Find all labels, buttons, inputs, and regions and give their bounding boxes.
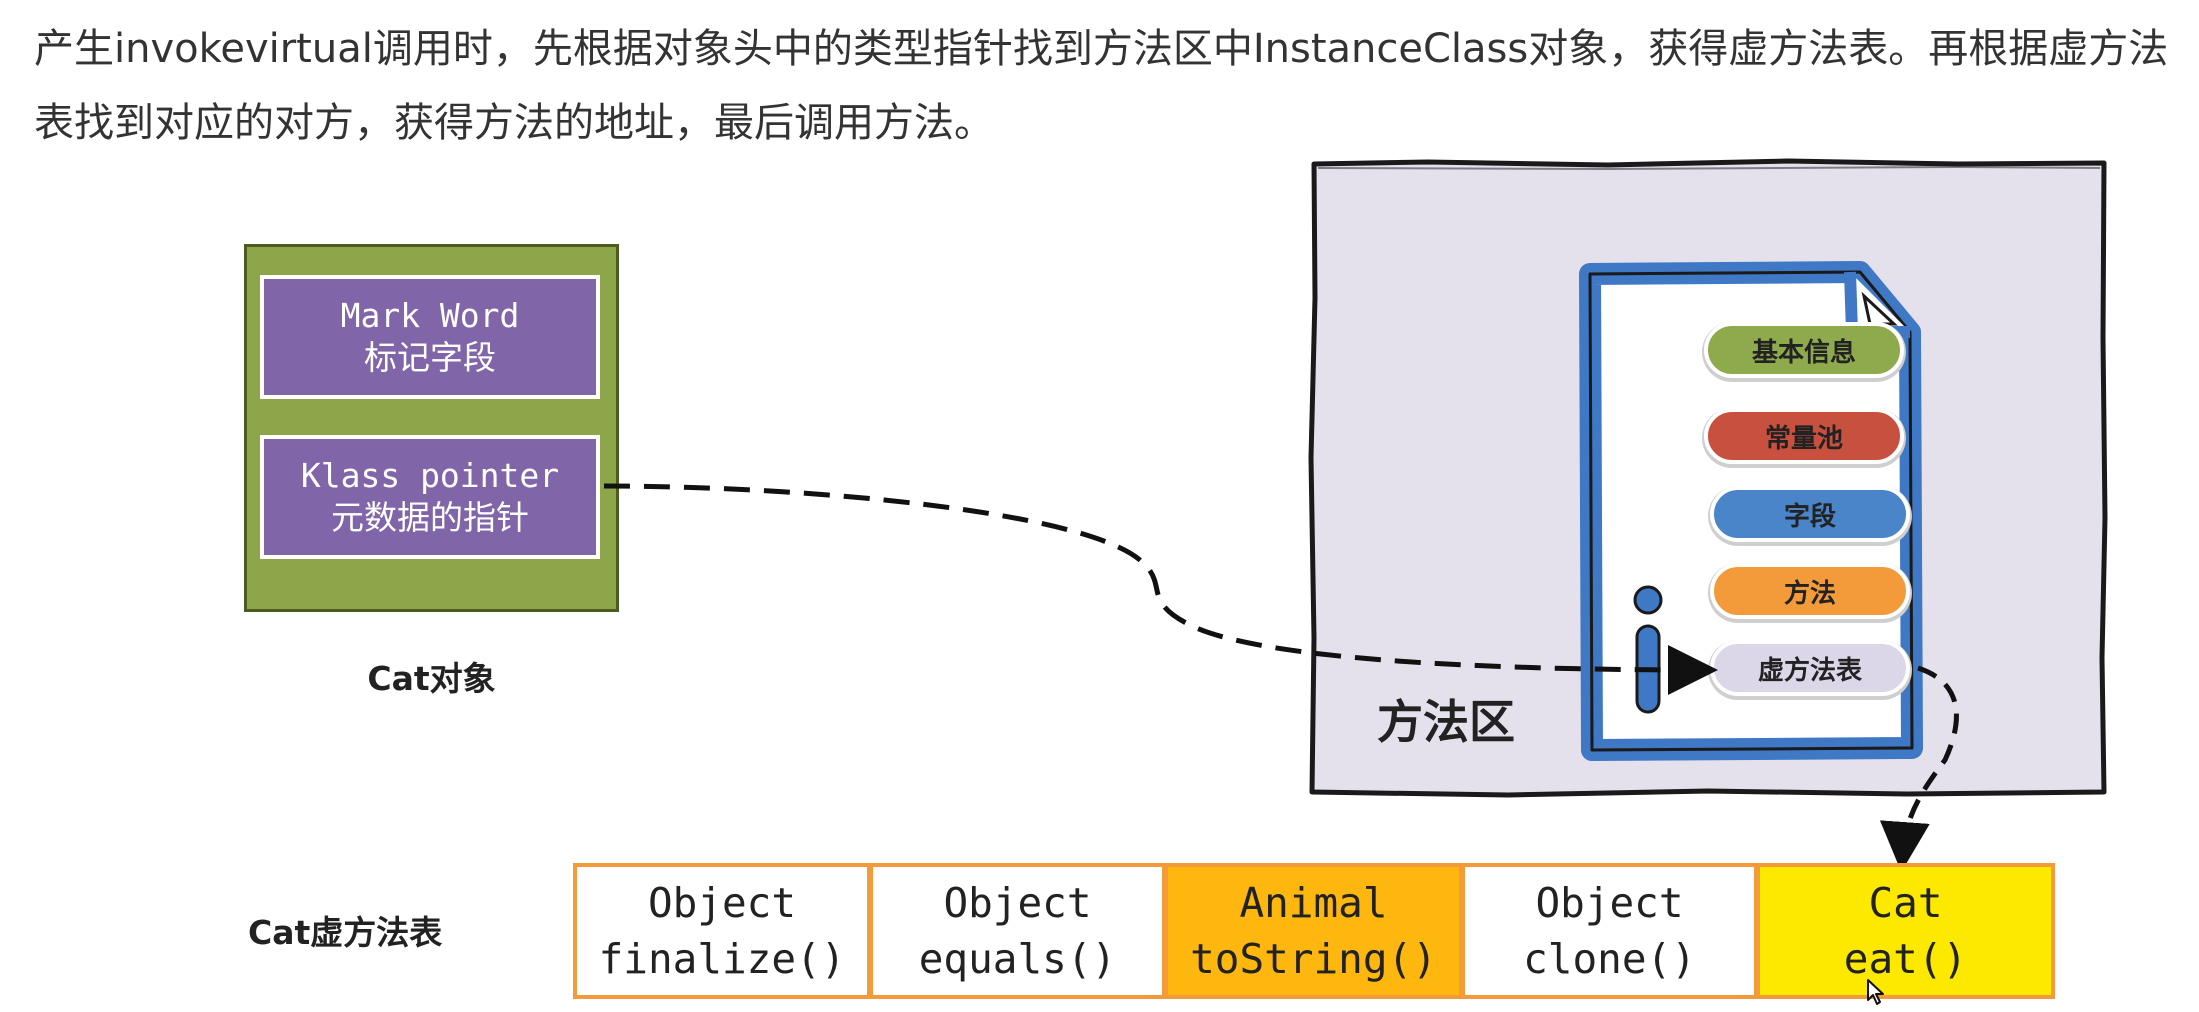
klass-pointer-label: Klass pointer xyxy=(300,456,560,495)
method-area: 方法区 基本信息 常量池 字段 方法 虚方法表 xyxy=(1308,158,2110,798)
vtable-cell-tostring: Animal toString() xyxy=(1166,863,1463,999)
methods-pill: 方法 xyxy=(1710,563,1910,619)
vtable-label: Cat虚方法表 xyxy=(248,913,443,952)
vtable-cell-method: equals() xyxy=(918,935,1117,983)
vtable-cell-method: clone() xyxy=(1523,935,1696,983)
vtable-cell-method: toString() xyxy=(1190,935,1437,983)
vtable-cell-owner: Object xyxy=(647,879,797,927)
info-icon xyxy=(1633,585,1663,714)
mark-word-desc: 标记字段 xyxy=(364,338,496,377)
mark-word-field: Mark Word 标记字段 xyxy=(260,275,600,399)
vtable-cell-owner: Animal xyxy=(1239,879,1388,927)
vtable-cell-method: finalize() xyxy=(598,935,846,983)
vtable-cell-method: eat() xyxy=(1843,935,1968,983)
mark-word-label: Mark Word xyxy=(340,296,520,335)
cat-object-label: Cat对象 xyxy=(367,659,496,698)
vtable-cell-clone: Object clone() xyxy=(1463,863,1758,999)
vtable-row: Object finalize() Object equals() Animal… xyxy=(573,863,2055,999)
vtable-pill: 虚方法表 xyxy=(1710,640,1910,696)
vtable-cell-owner: Object xyxy=(1535,879,1684,927)
klass-pointer-desc: 元数据的指针 xyxy=(331,498,529,537)
vtable-cell-finalize: Object finalize() xyxy=(573,863,871,999)
fields-pill: 字段 xyxy=(1710,486,1910,542)
klass-pointer-field: Klass pointer 元数据的指针 xyxy=(260,435,600,559)
cat-object-box: Mark Word 标记字段 Klass pointer 元数据的指针 xyxy=(244,244,619,612)
vtable-cell-owner: Cat xyxy=(1868,879,1943,927)
vtable-cell-equals: Object equals() xyxy=(871,863,1166,999)
vtable-cell-owner: Object xyxy=(943,879,1092,927)
method-area-title: 方法区 xyxy=(1377,695,1515,749)
basic-info-pill: 基本信息 xyxy=(1704,322,1904,378)
vtable-cell-eat: Cat eat() xyxy=(1758,863,2055,999)
intro-text: 产生invokevirtual调用时，先根据对象头中的类型指针找到方法区中Ins… xyxy=(34,26,2169,146)
mouse-cursor-icon xyxy=(1867,979,1884,1005)
constant-pool-pill: 常量池 xyxy=(1704,408,1904,464)
